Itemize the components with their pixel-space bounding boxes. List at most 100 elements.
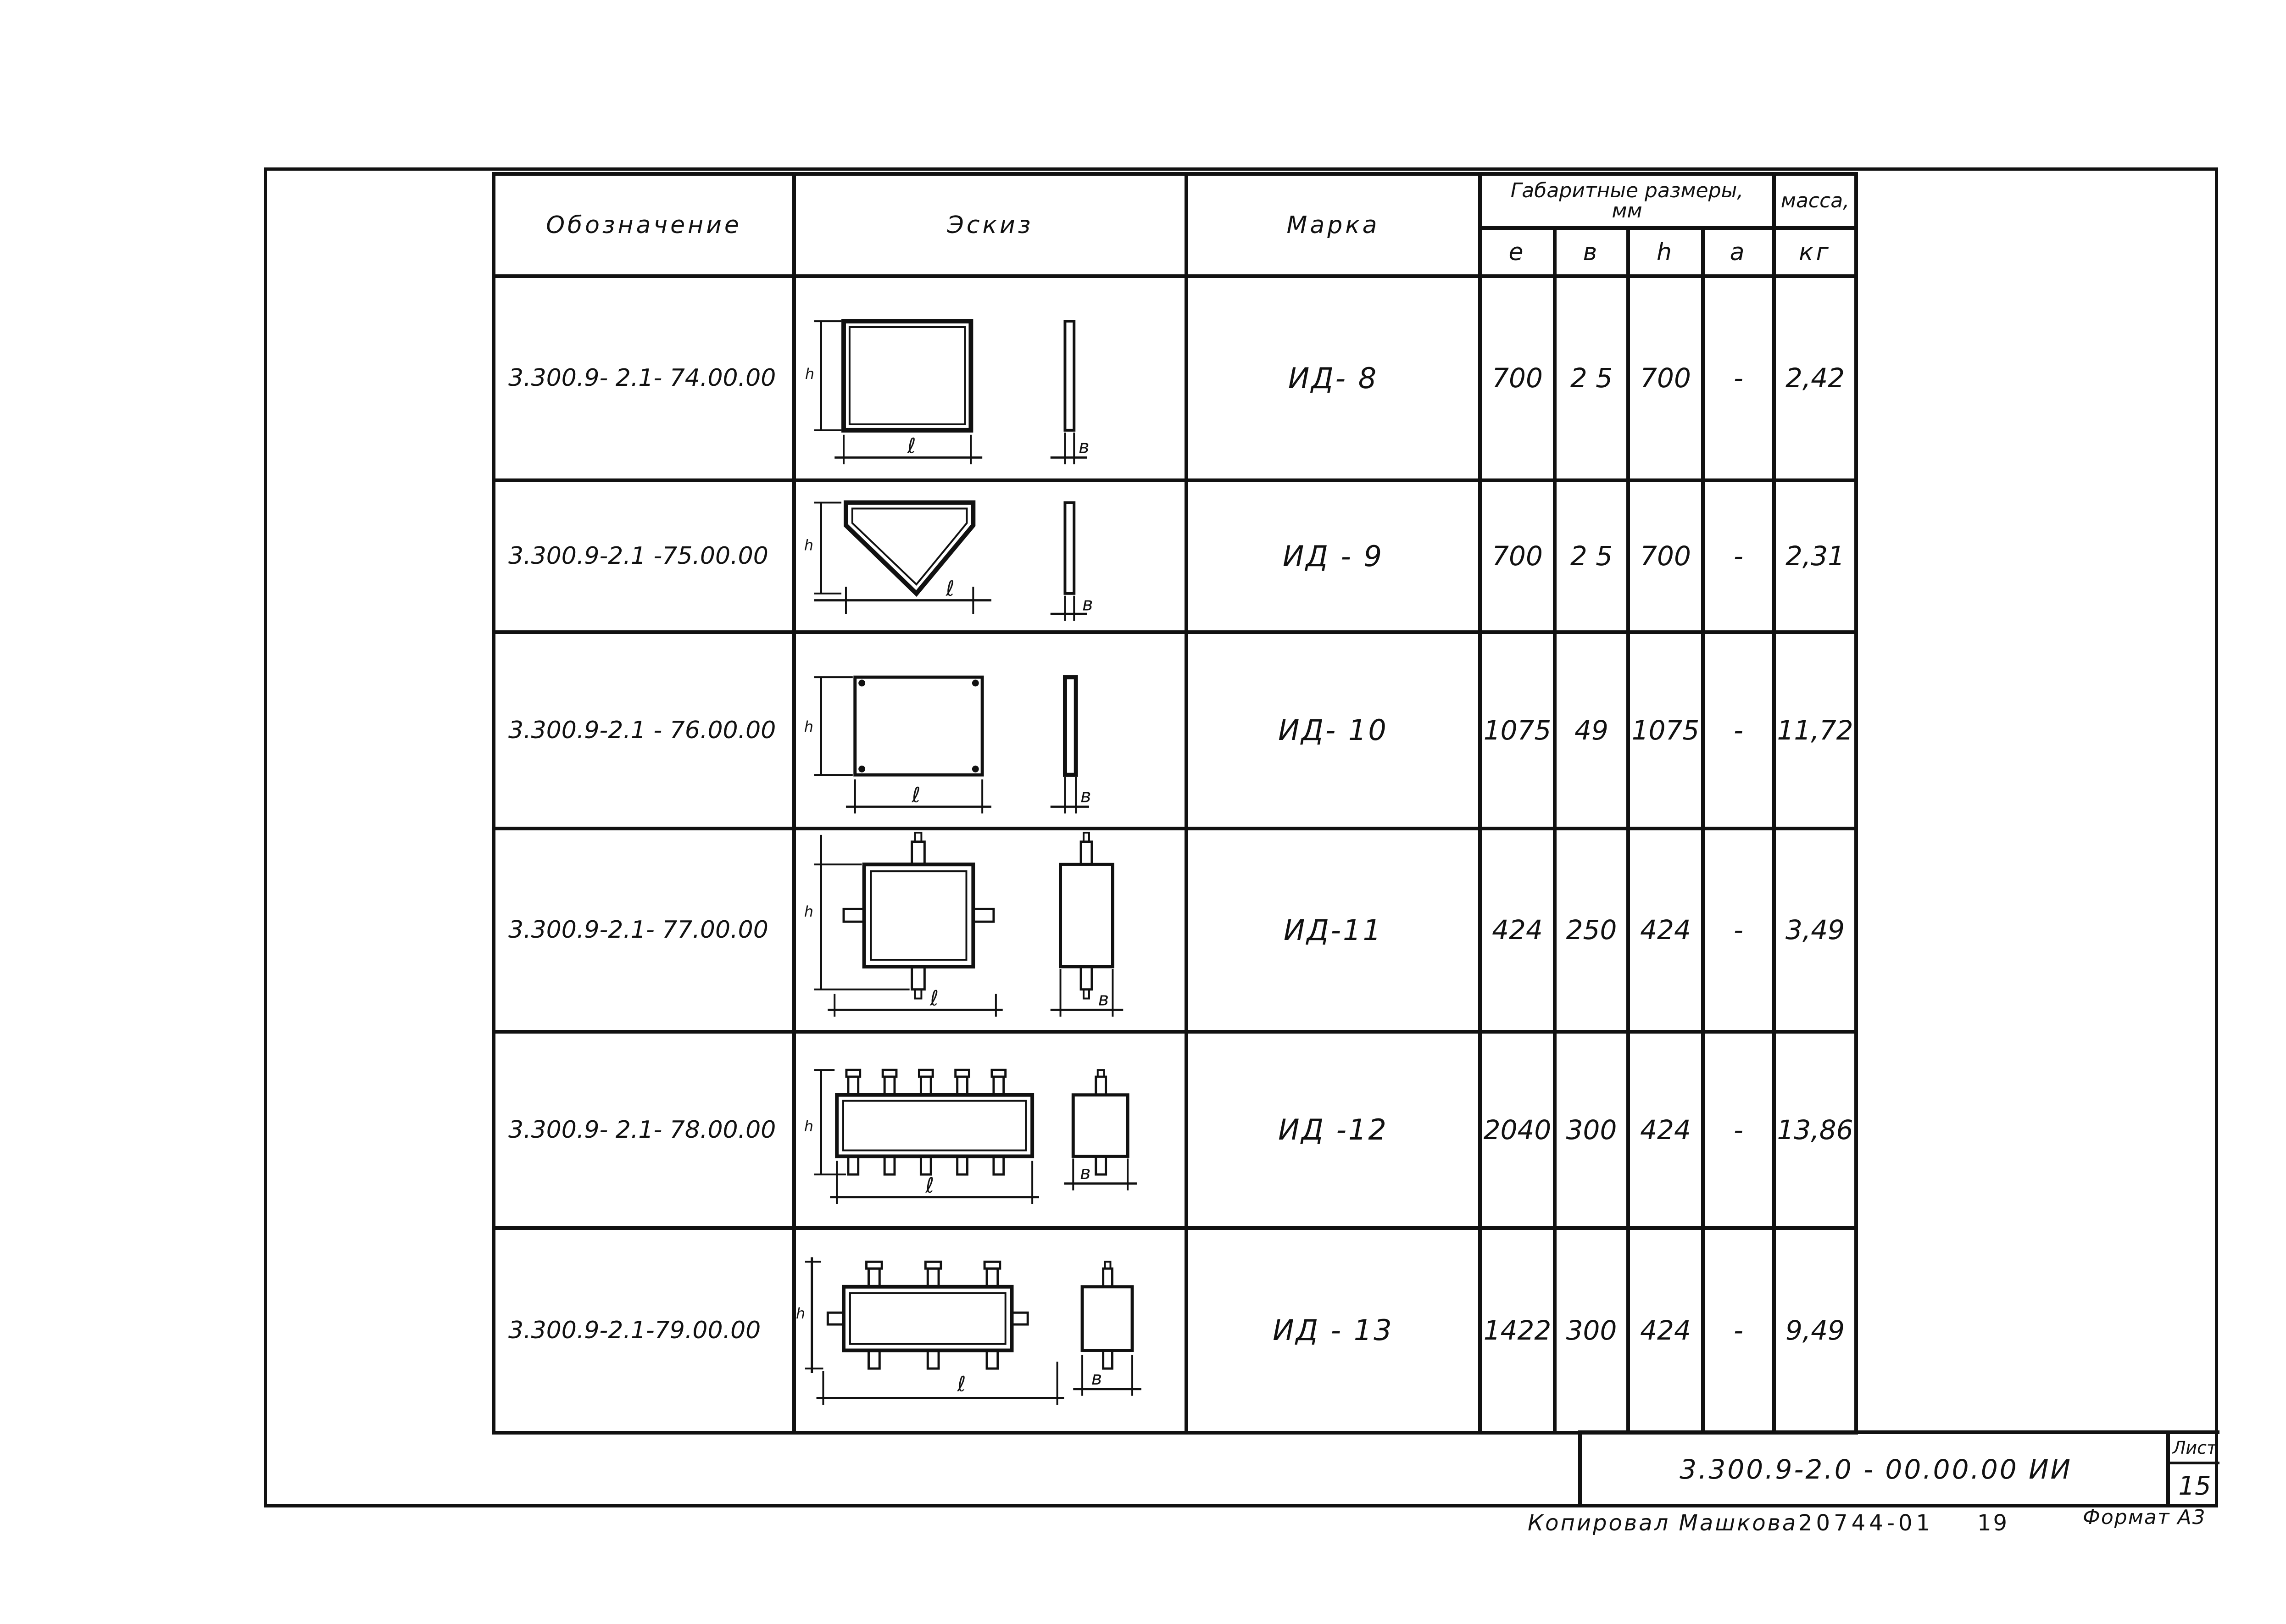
- label-l: ℓ: [946, 577, 955, 601]
- dim-b-cell: 300: [1553, 1226, 1630, 1435]
- frame-top-line: [264, 167, 2218, 171]
- mass-cell: 13,86: [1772, 1029, 1858, 1230]
- copied-by-text: Копировал Машкова: [1528, 1510, 1798, 1536]
- dim-h-cell: 424: [1626, 1029, 1705, 1230]
- sketch-cell: h ℓ в: [792, 478, 1188, 634]
- page-number: 19: [1977, 1510, 2009, 1536]
- mass-cell: 9,49: [1772, 1226, 1858, 1435]
- table-row: 3.300.9-2.1-79.00.00 h: [492, 1226, 1858, 1435]
- table-row: 3.300.9- 2.1- 74.00.00 h ℓ в ИД- 8 7: [492, 274, 1858, 482]
- sketch-cell: h ℓ в: [792, 1226, 1188, 1435]
- sheet-number-box: Лист 15: [2166, 1430, 2219, 1505]
- specification-table: Обозначение Эскиз Марка Габаритные разме…: [492, 172, 1858, 1435]
- dim-l-cell: 700: [1478, 274, 1557, 482]
- label-b: в: [1098, 989, 1109, 1010]
- sketch-square-frame: h ℓ в: [805, 319, 1090, 465]
- sketch-cell: h ℓ в: [792, 630, 1188, 830]
- dim-l-cell: 1075: [1478, 630, 1557, 830]
- designation-cell: 3.300.9-2.1 -75.00.00: [492, 478, 796, 634]
- dim-a-cell: -: [1701, 826, 1776, 1034]
- designation-cell: 3.300.9- 2.1- 78.00.00: [492, 1029, 796, 1230]
- label-h: h: [805, 366, 814, 383]
- sketch-wide-box-with-pins: h ℓ в: [796, 1257, 1141, 1405]
- dim-h-cell: 700: [1626, 274, 1705, 482]
- dim-a-cell: -: [1701, 274, 1776, 482]
- dim-h-cell: 424: [1626, 826, 1705, 1034]
- sheet-label: Лист: [2170, 1434, 2219, 1464]
- header-mark: Марка: [1185, 172, 1482, 278]
- dim-a-cell: -: [1701, 478, 1776, 634]
- sketch-cell: h ℓ в: [792, 1029, 1188, 1230]
- frame-left-line: [264, 167, 267, 1507]
- label-h: h: [804, 719, 813, 735]
- label-l: ℓ: [912, 783, 921, 807]
- format-label: Формат А3: [2083, 1506, 2206, 1529]
- dim-l-cell: 2040: [1478, 1029, 1557, 1230]
- mark-cell: ИД -12: [1185, 1029, 1482, 1230]
- document-code: 3.300.9-2.0 - 00.00.00 ИИ: [1680, 1454, 2072, 1485]
- sketch-long-box-with-pins: h ℓ в: [804, 1068, 1137, 1204]
- sheet-number: 15: [2178, 1471, 2211, 1501]
- label-h: h: [804, 904, 813, 920]
- document-code-stamp: 3.300.9-2.0 - 00.00.00 ИИ: [1578, 1430, 2170, 1505]
- table-row: 3.300.9-2.1 - 76.00.00 h ℓ в: [492, 630, 1858, 830]
- dim-b-cell: 250: [1553, 826, 1630, 1034]
- header-dim-b: в: [1553, 226, 1630, 278]
- label-b: в: [1091, 1368, 1102, 1389]
- dim-b-cell: 300: [1553, 1029, 1630, 1230]
- label-l: ℓ: [925, 1174, 934, 1198]
- label-b: в: [1080, 785, 1091, 806]
- mark-cell: ИД-11: [1185, 826, 1482, 1034]
- dim-l-cell: 424: [1478, 826, 1557, 1034]
- mark-cell: ИД - 9: [1185, 478, 1482, 634]
- dim-b-cell: 49: [1553, 630, 1630, 830]
- table-row: 3.300.9-2.1- 77.00.00 h ℓ: [492, 826, 1858, 1034]
- designation-cell: 3.300.9-2.1 - 76.00.00: [492, 630, 796, 830]
- designation-cell: 3.300.9-2.1-79.00.00: [492, 1226, 796, 1435]
- header-dim-l: е: [1478, 226, 1557, 278]
- mark-cell: ИД - 13: [1185, 1226, 1482, 1435]
- dim-a-cell: -: [1701, 1226, 1776, 1435]
- sketch-pentagon-frame: h ℓ в: [804, 500, 1093, 621]
- mark-cell: ИД- 10: [1185, 630, 1482, 830]
- mass-cell: 2,31: [1772, 478, 1858, 634]
- header-dimensions-group: Габаритные размеры, мм: [1478, 172, 1776, 230]
- header-dim-a: а: [1701, 226, 1776, 278]
- label-b: в: [1080, 1162, 1090, 1184]
- sketch-panel-with-holes: h ℓ в: [804, 675, 1091, 814]
- label-h: h: [796, 1306, 805, 1322]
- designation-cell: 3.300.9-2.1- 77.00.00: [492, 826, 796, 1034]
- header-sketch: Эскиз: [792, 172, 1188, 278]
- mass-cell: 11,72: [1772, 630, 1858, 830]
- order-number: 20744-01: [1798, 1510, 1934, 1536]
- dim-h-cell: 1075: [1626, 630, 1705, 830]
- dim-b-cell: 2 5: [1553, 274, 1630, 482]
- sketch-cell: h ℓ в: [792, 274, 1188, 482]
- mass-cell: 3,49: [1772, 826, 1858, 1034]
- label-l: ℓ: [907, 434, 916, 458]
- dim-a-cell: -: [1701, 1029, 1776, 1230]
- dim-h-cell: 424: [1626, 1226, 1705, 1435]
- mark-cell: ИД- 8: [1185, 274, 1482, 482]
- label-l: ℓ: [929, 986, 939, 1010]
- dim-l-cell: 1422: [1478, 1226, 1557, 1435]
- table-row: 3.300.9-2.1 -75.00.00 h ℓ в ИД - 9 7: [492, 478, 1858, 634]
- header-dim-h: h: [1626, 226, 1705, 278]
- dim-a-cell: -: [1701, 630, 1776, 830]
- frame-right-line: [2215, 167, 2218, 1507]
- header-designation: Обозначение: [492, 172, 796, 278]
- label-h: h: [804, 1118, 813, 1135]
- sketch-cell: h ℓ в: [792, 826, 1188, 1034]
- dim-h-cell: 700: [1626, 478, 1705, 634]
- sketch-box-with-pins: h ℓ в: [804, 831, 1124, 1017]
- designation-cell: 3.300.9- 2.1- 74.00.00: [492, 274, 796, 482]
- table-row: 3.300.9- 2.1- 78.00.00: [492, 1029, 1858, 1230]
- header-mass-unit: кг: [1772, 226, 1858, 278]
- label-b: в: [1082, 594, 1093, 615]
- dim-l-cell: 700: [1478, 478, 1557, 634]
- label-h: h: [804, 538, 813, 554]
- dim-b-cell: 2 5: [1553, 478, 1630, 634]
- label-l: ℓ: [957, 1372, 966, 1396]
- header-mass-group: масса,: [1772, 172, 1858, 230]
- mass-cell: 2,42: [1772, 274, 1858, 482]
